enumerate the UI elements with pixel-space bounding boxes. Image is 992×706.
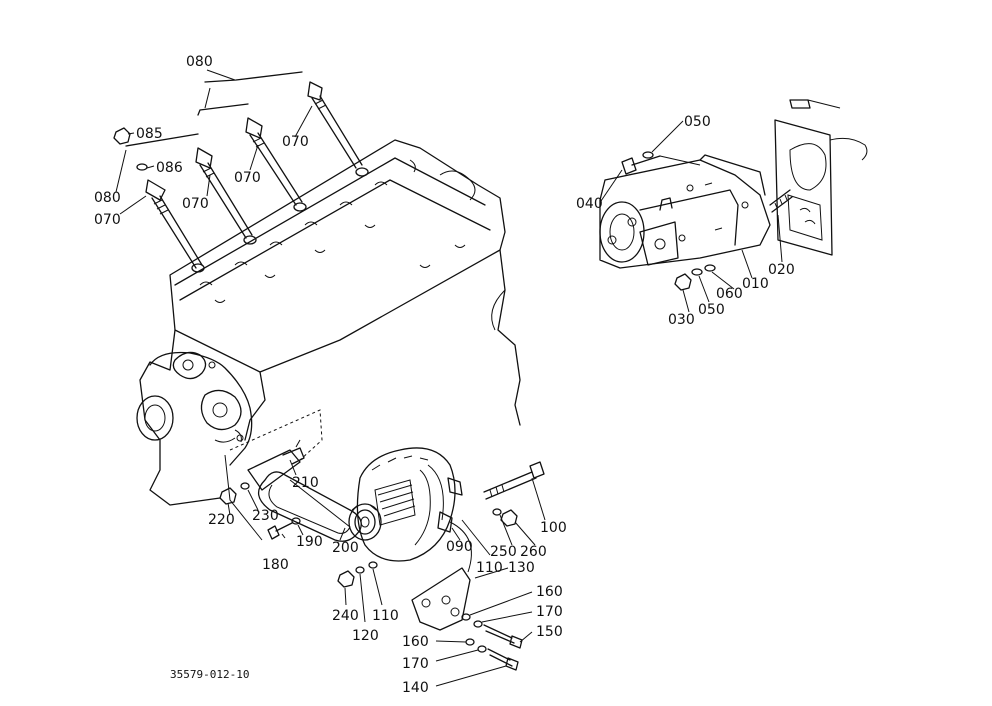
callout-030: 030 [668,312,695,328]
callout-170-bottom: 170 [402,656,429,672]
callout-090: 090 [446,539,473,555]
glow-plug-2-shape [195,147,257,245]
callout-070-1: 070 [94,212,121,228]
glow-plugs [113,71,369,273]
glow-plug-3-shape [245,117,307,212]
glow-plug-wire-top-shape [197,71,303,116]
adjust-plate-shape [411,567,523,671]
callout-100: 100 [540,520,567,536]
callout-labels: 080 085 086 080 070 070 070 070 040 050 … [94,54,795,696]
callout-110-left: 110 [372,608,399,624]
callout-050-top: 050 [684,114,711,130]
diagram-reference-code: 35579-012-10 [170,668,249,681]
callout-260: 260 [520,544,547,560]
glow-plug-4-shape [307,81,369,177]
callout-200: 200 [332,540,359,556]
callout-086: 086 [156,160,183,176]
callout-070-4: 070 [282,134,309,150]
callout-210: 210 [292,475,319,491]
engine-block [136,139,521,541]
callout-080-left: 080 [94,190,121,206]
callout-040: 040 [576,196,603,212]
glow-plug-1-shape [145,179,205,273]
callout-190: 190 [296,534,323,550]
callout-160-top: 160 [536,584,563,600]
callout-250: 250 [490,544,517,560]
alternator-shape [337,447,545,588]
callout-050-bottom: 050 [698,302,725,318]
callout-170-top: 170 [536,604,563,620]
callout-110-right: 110 [476,560,503,576]
callout-085: 085 [136,126,163,142]
callout-130: 130 [508,560,535,576]
callout-160-bottom: 160 [402,634,429,650]
callout-060: 060 [716,286,743,302]
callout-150: 150 [536,624,563,640]
callout-010: 010 [742,276,769,292]
callout-120: 120 [352,628,379,644]
callout-070-3: 070 [234,170,261,186]
belt-and-brackets [219,439,362,542]
callout-080-top: 080 [186,54,213,70]
callout-070-2: 070 [182,196,209,212]
callout-230: 230 [252,508,279,524]
callout-020: 020 [768,262,795,278]
callout-240: 240 [332,608,359,624]
glow-plug-wire-left-shape [125,133,199,147]
callout-180: 180 [262,557,289,573]
water-pump-housing [136,351,253,466]
leader-lines [115,69,783,687]
callout-220: 220 [208,512,235,528]
callout-140: 140 [402,680,429,696]
starter-motor-shape [599,99,868,291]
